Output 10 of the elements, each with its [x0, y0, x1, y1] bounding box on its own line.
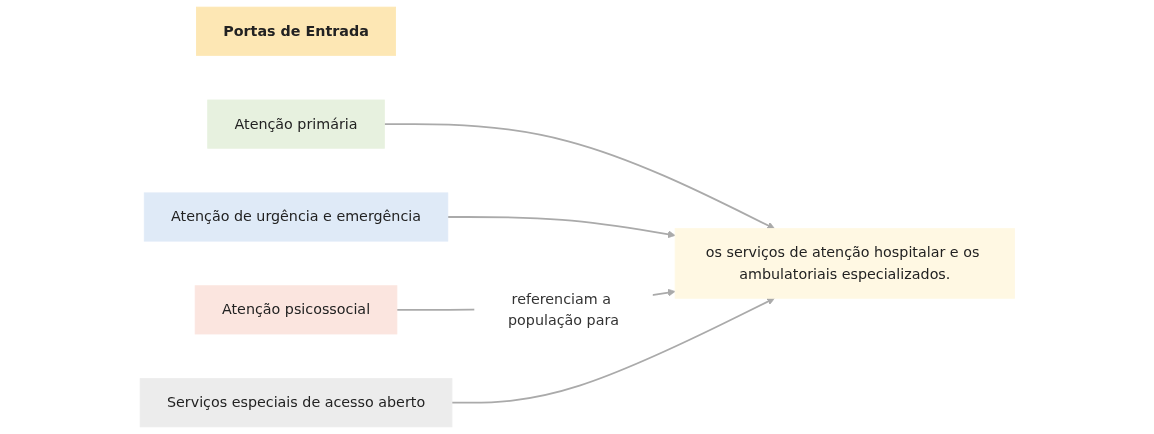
arrow	[446, 216, 676, 239]
node-box: Portas de Entrada	[195, 6, 396, 56]
node-box: Atenção primária	[206, 99, 385, 149]
arrow	[383, 123, 775, 229]
arrow	[450, 297, 775, 404]
node-box: Atenção de urgência e emergência	[143, 192, 448, 242]
node-box: Serviços especiais de acesso aberto	[139, 378, 453, 428]
node-box: os serviços de atenção hospitalar e os ambulatoriais especializados.	[674, 228, 1015, 299]
node-box: Atenção psicossocial	[194, 285, 397, 335]
edge-label: referenciam a população para	[507, 290, 619, 329]
